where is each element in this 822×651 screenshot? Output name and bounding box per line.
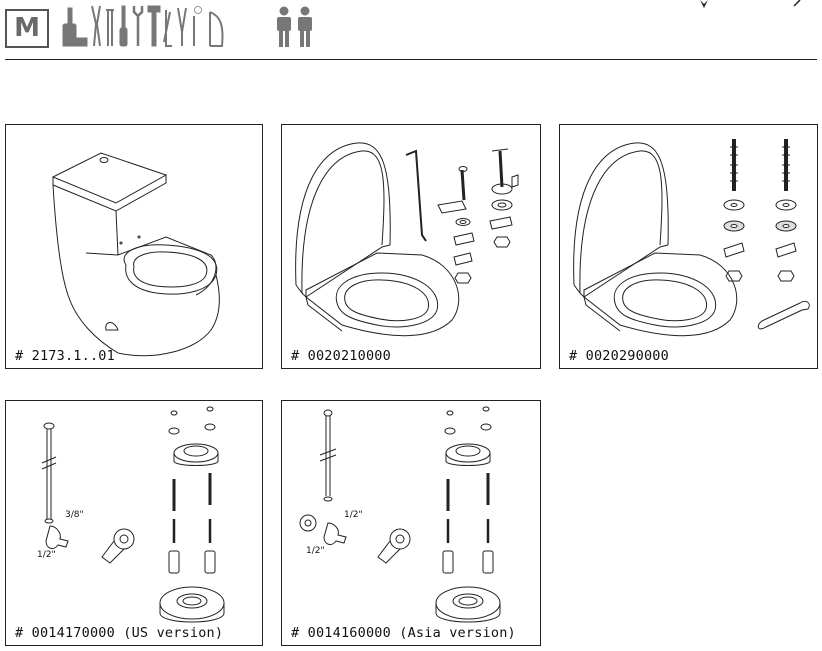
product-number-caption: # 0020290000 (569, 348, 669, 364)
product-panel-install-kit-us: 3/8" 1/2" # 0014170000 (US version) (5, 400, 263, 646)
product-panel-seat-fixing: # 0020210000 (281, 124, 541, 369)
toilet-seat-with-fixing-set-illustration (295, 142, 519, 337)
knife-icon (177, 7, 187, 46)
pliers-icon (91, 5, 101, 47)
product-number-caption: # 2173.1..01 (15, 348, 115, 364)
saw-icon (209, 11, 224, 47)
header: M (0, 0, 822, 60)
drill-icon (62, 7, 88, 47)
size-label-a: 3/8" (65, 510, 84, 520)
size-label-a: 1/2" (344, 510, 363, 520)
us-installation-kit-illustration: 3/8" 1/2" (37, 406, 225, 623)
brand-logo: M (5, 9, 49, 48)
size-label-b: 1/2" (306, 546, 325, 556)
spirit-level-icon (163, 10, 172, 47)
asia-installation-kit-illustration: 1/2" 1/2" (299, 406, 501, 623)
product-number-caption: # 0014170000 (US version) (15, 625, 224, 641)
product-number-caption: # 0014160000 (Asia version) (291, 625, 516, 641)
wrench-icon (132, 6, 144, 46)
product-number-caption: # 0020210000 (291, 348, 391, 364)
screwdriver-icon (119, 5, 128, 47)
tools-required-icons (62, 5, 224, 47)
tube-icon (106, 9, 114, 46)
product-panel-toilet: # 2173.1..01 (5, 124, 263, 369)
size-label-b: 1/2" (37, 550, 56, 560)
two-persons-icon (277, 6, 312, 47)
corner-mark-icon (700, 0, 801, 8)
toilet-seat-with-bolt-set-illustration (573, 139, 810, 337)
product-panel-seat-bolts: # 0020290000 (559, 124, 818, 369)
logo-letter: M (14, 13, 40, 43)
header-rule (5, 59, 817, 60)
one-piece-toilet-illustration (51, 152, 220, 357)
hammer-icon (147, 5, 161, 47)
product-panel-install-kit-asia: 1/2" 1/2" # 0014160000 (Asia version) (281, 400, 541, 646)
